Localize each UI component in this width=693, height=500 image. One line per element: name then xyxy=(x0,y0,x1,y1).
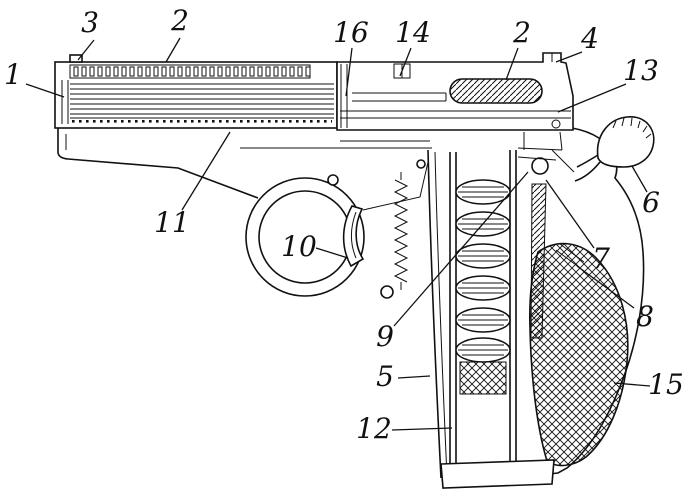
slide-serrations xyxy=(449,78,543,104)
leader-line-6 xyxy=(557,83,627,113)
leader-line-11 xyxy=(545,179,595,249)
frame-pins xyxy=(327,159,426,299)
part-label-3-0: 3 xyxy=(81,6,99,39)
leader-line-12 xyxy=(576,265,635,309)
hammer xyxy=(574,116,655,182)
part-label-12-16: 12 xyxy=(356,412,392,445)
slide-front xyxy=(54,54,338,129)
part-label-8-12: 8 xyxy=(636,300,654,333)
leader-line-13 xyxy=(393,171,529,327)
part-label-1-7: 1 xyxy=(4,58,22,91)
part-label-13-6: 13 xyxy=(623,54,659,87)
leader-line-9 xyxy=(315,247,349,259)
part-label-9-13: 9 xyxy=(376,320,394,353)
part-label-15-15: 15 xyxy=(648,368,684,401)
leader-line-15 xyxy=(613,382,651,387)
part-label-11-8: 11 xyxy=(154,206,190,239)
part-label-14-3: 14 xyxy=(395,16,431,49)
leader-line-0 xyxy=(77,39,95,61)
part-label-7-11: 7 xyxy=(592,242,610,275)
coil-spring xyxy=(393,172,409,290)
leader-line-2 xyxy=(345,47,353,97)
leader-line-14 xyxy=(397,375,431,379)
part-label-6-10: 6 xyxy=(642,186,660,219)
leader-line-10 xyxy=(631,165,648,193)
leader-line-7 xyxy=(25,83,65,98)
leader-line-1 xyxy=(165,37,181,63)
part-label-10-9: 10 xyxy=(281,230,317,263)
leader-line-16 xyxy=(391,427,453,431)
part-label-5-14: 5 xyxy=(376,360,394,393)
leader-line-8 xyxy=(181,131,231,211)
leader-line-3 xyxy=(399,47,412,77)
part-label-4-5: 4 xyxy=(580,22,599,55)
part-label-16-2: 16 xyxy=(333,16,369,49)
part-label-2-4: 2 xyxy=(512,16,531,49)
leader-line-4 xyxy=(505,47,519,81)
grip-panel xyxy=(529,242,629,467)
magazine xyxy=(440,150,555,489)
leader-line-5 xyxy=(555,51,583,63)
front-sight xyxy=(69,54,83,63)
part-label-2-1: 2 xyxy=(170,4,189,37)
mainspring xyxy=(530,183,585,339)
slide-rear xyxy=(336,52,574,131)
trigger xyxy=(342,161,429,268)
sear-mechanism xyxy=(517,147,575,175)
